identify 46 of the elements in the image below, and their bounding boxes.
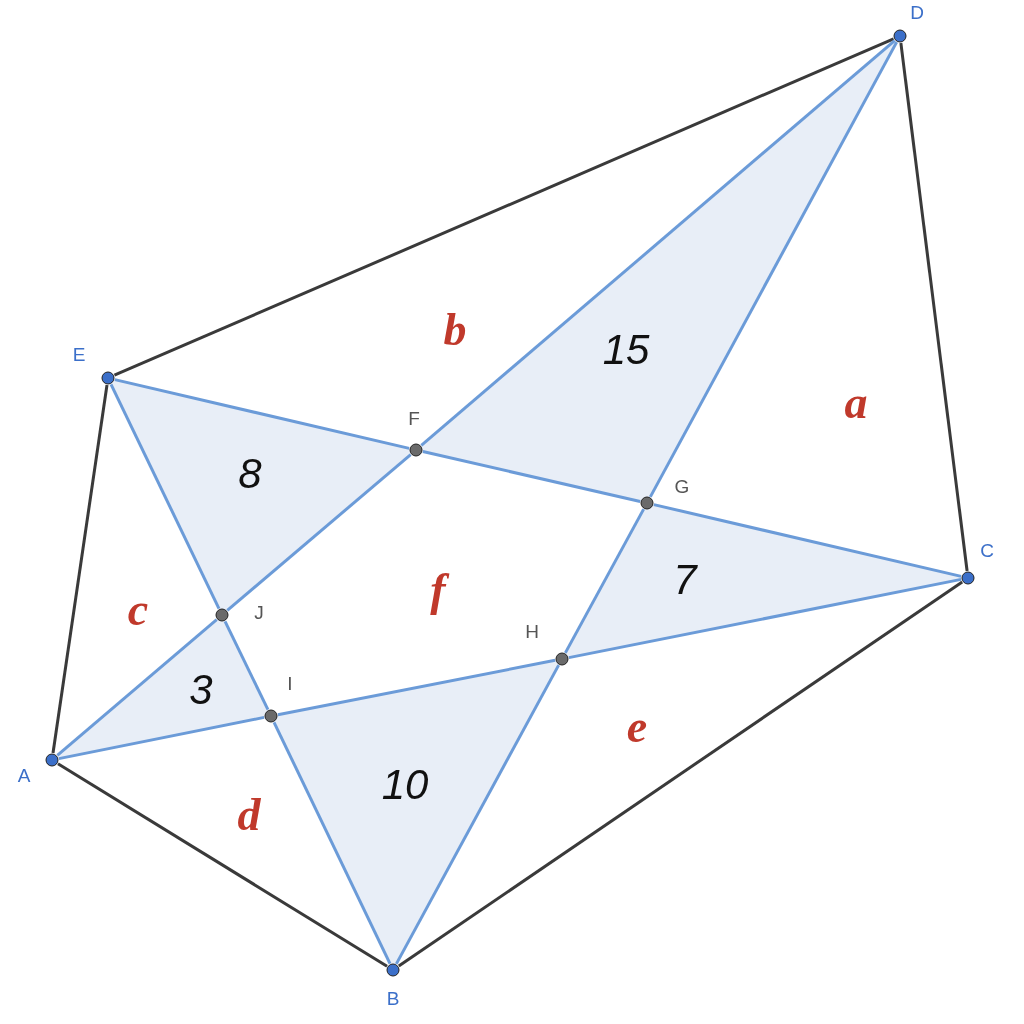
line-segment [272, 721, 392, 965]
point-marker [961, 571, 975, 585]
point-label: C [980, 540, 994, 560]
point-marker [893, 29, 907, 43]
region-label: b [443, 307, 467, 353]
point-label: D [910, 2, 924, 22]
point-marker [101, 371, 115, 385]
point-label: J [254, 602, 264, 622]
region-label: c [127, 587, 149, 633]
line-segment [422, 450, 641, 503]
point-marker [409, 443, 423, 457]
line-segment [109, 383, 221, 610]
point-marker [264, 709, 278, 723]
point-label: G [674, 476, 690, 496]
line-segment [395, 664, 560, 965]
point-label: E [72, 344, 86, 364]
area-value: 15 [602, 329, 650, 371]
line-segment [223, 620, 270, 711]
line-segment [564, 508, 645, 654]
region-label: a [844, 380, 868, 426]
line-segment [226, 453, 412, 612]
point-marker [386, 963, 400, 977]
line-segment [277, 658, 556, 717]
point-label: H [525, 621, 539, 641]
line-segment [653, 503, 962, 578]
point-label: I [287, 673, 293, 693]
line-segment [56, 618, 218, 757]
region-label: e [626, 704, 648, 750]
line-segment [51, 384, 109, 754]
point-label: B [386, 988, 400, 1008]
area-value: 8 [238, 453, 262, 495]
line-segment [57, 762, 388, 968]
point-marker [45, 753, 59, 767]
line-segment [114, 378, 410, 450]
point-label: F [408, 408, 420, 428]
line-segment [568, 577, 962, 660]
line-segment [113, 37, 895, 377]
line-segment [649, 41, 898, 498]
area-value: 7 [673, 559, 697, 601]
region-label: d [237, 792, 261, 838]
line-segment [58, 715, 265, 761]
area-value: 3 [189, 669, 213, 711]
area-value: 10 [381, 764, 429, 806]
line-segment [899, 42, 969, 572]
line-segment [397, 580, 964, 968]
point-label: A [17, 765, 31, 785]
